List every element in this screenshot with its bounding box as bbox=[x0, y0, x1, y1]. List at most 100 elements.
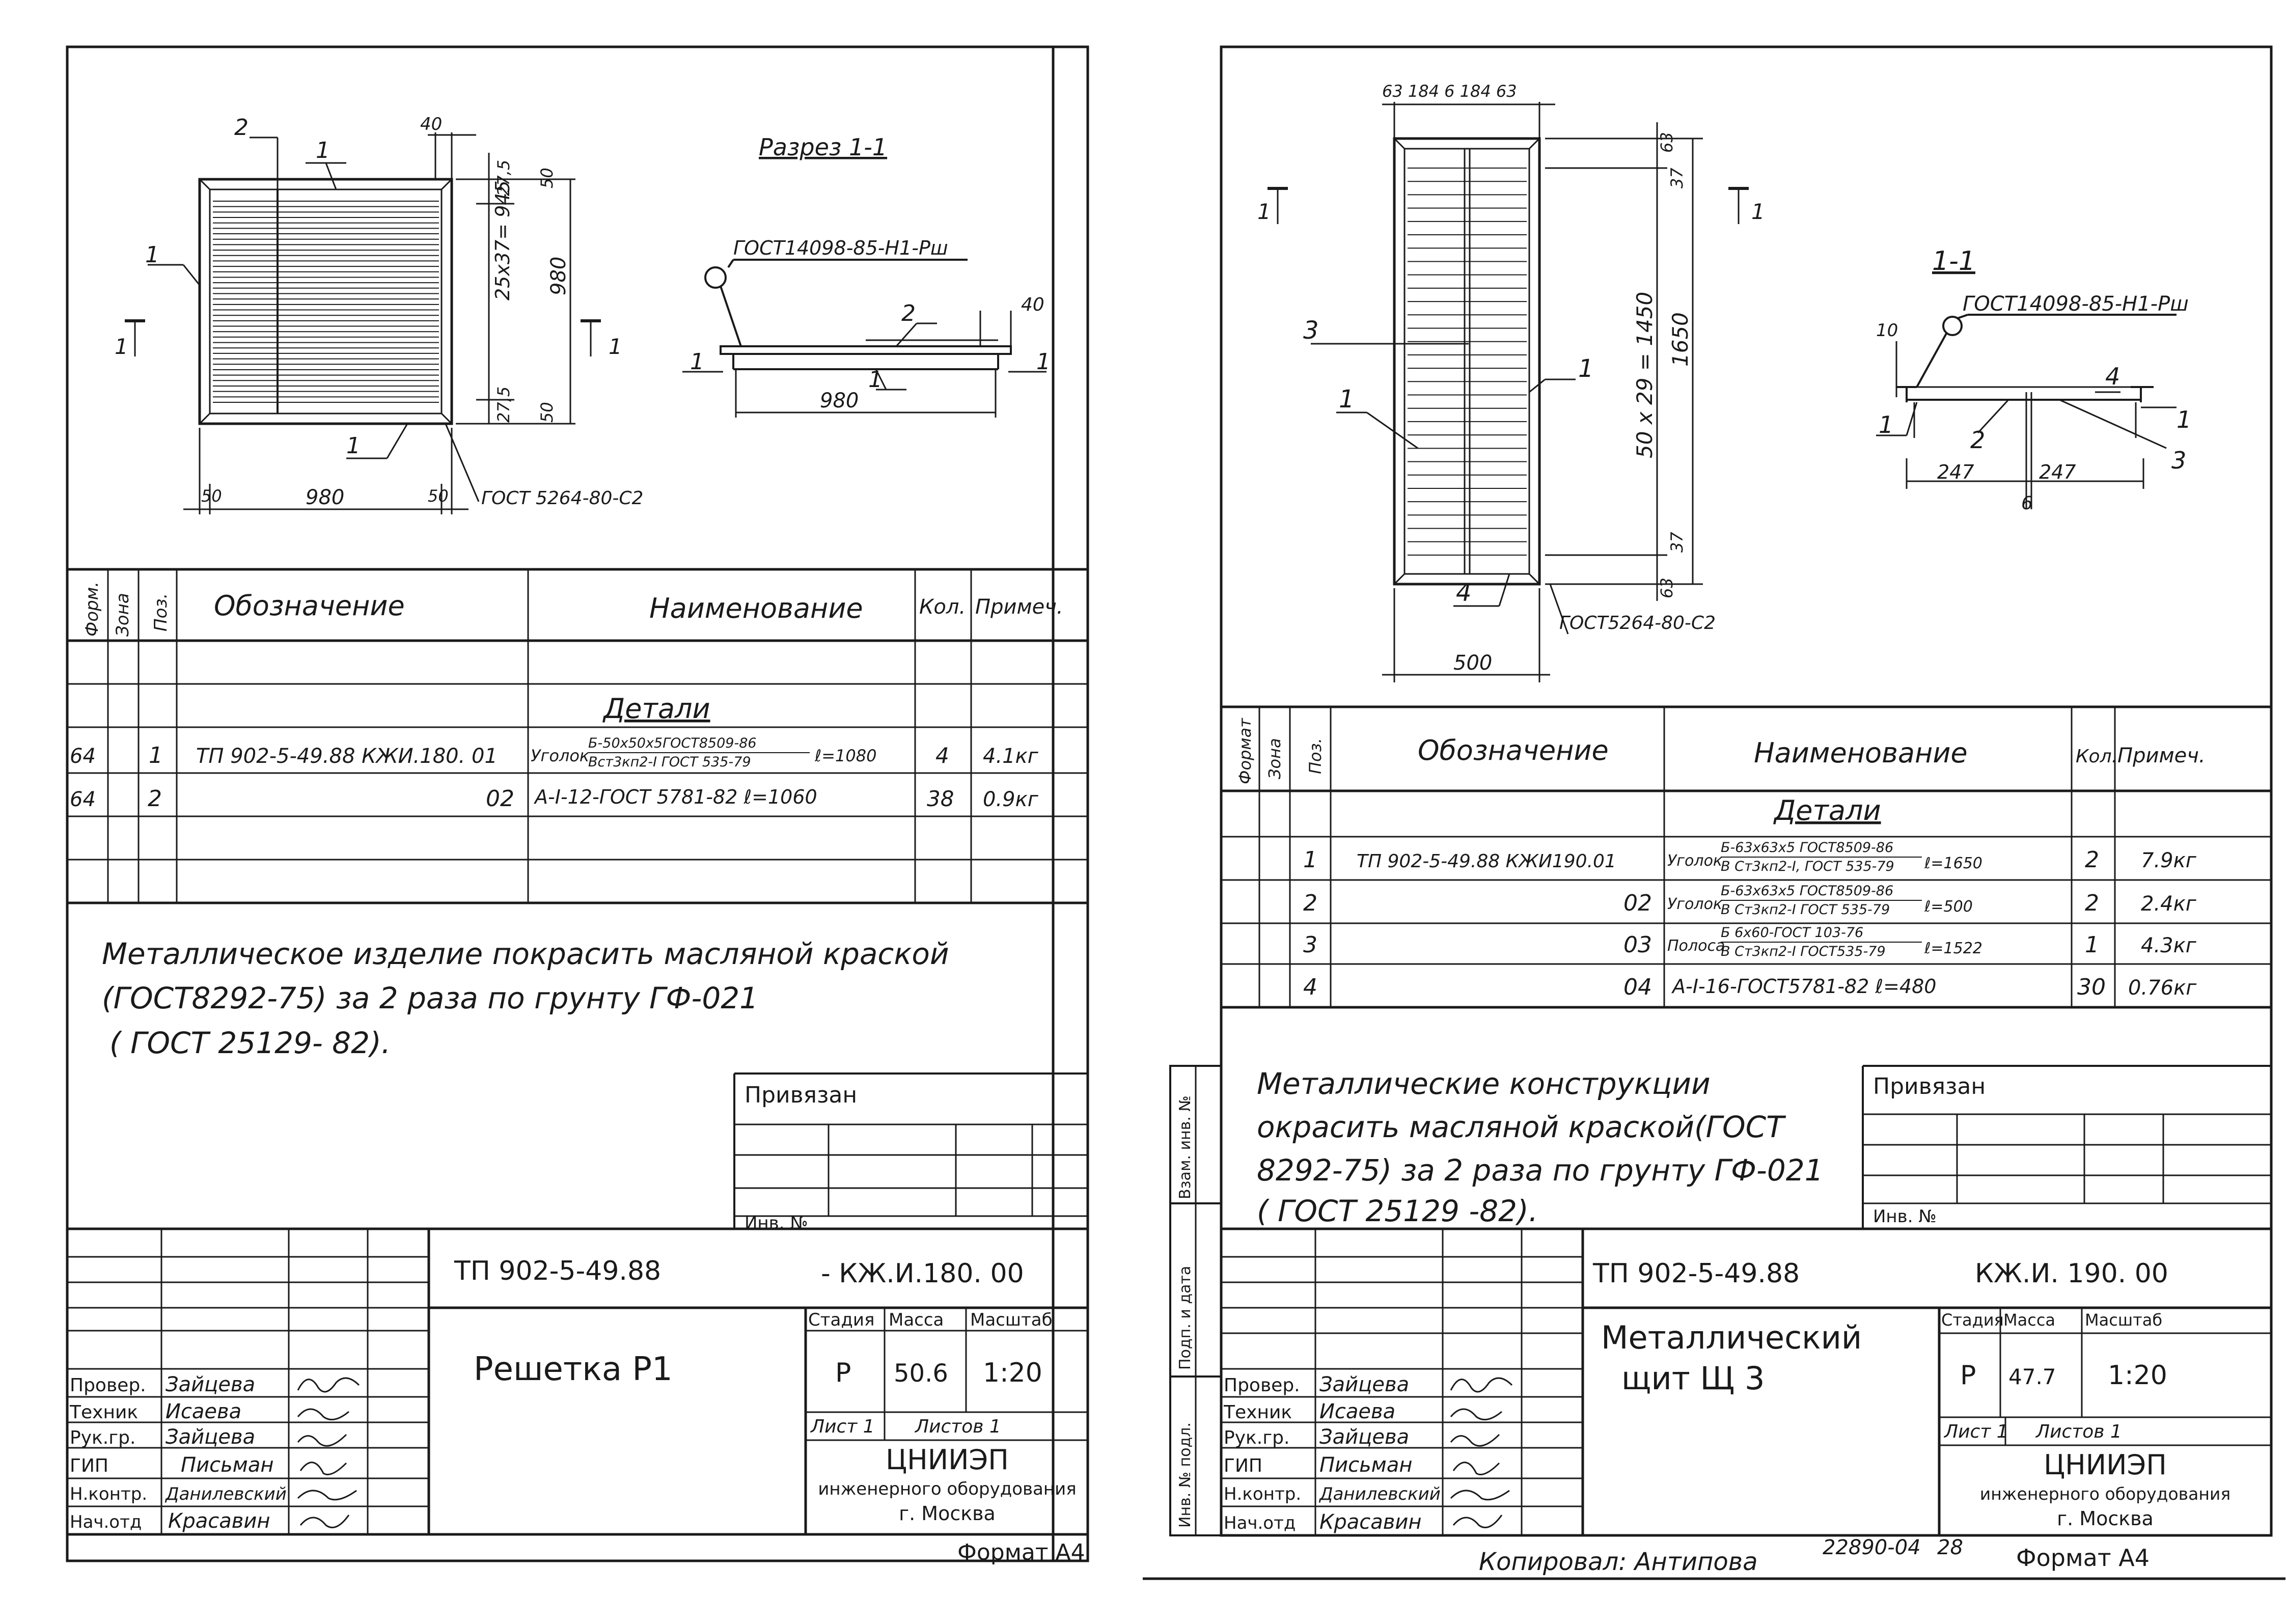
right-row3-name-bottom: В Ст3кп2-I ГОСТ535-79 bbox=[1721, 944, 1886, 959]
right-tb-scale: 1:20 bbox=[2108, 1360, 2167, 1391]
left-row1-name-bottom: Вст3кп2-I ГОСТ 535-79 bbox=[588, 754, 751, 770]
right-dim-37-a: 37 bbox=[1667, 168, 1687, 188]
right-row3-name-top: Б 6х60-ГОСТ 103-76 bbox=[1721, 925, 1863, 941]
right-sec-marker-4: 4 bbox=[2105, 363, 2120, 390]
left-th-zone: Зона bbox=[113, 593, 133, 637]
left-tb-role-2: Техник bbox=[69, 1402, 138, 1423]
left-tb-role-6: Нач.отд bbox=[70, 1512, 142, 1532]
right-tb-sheet: Лист 1 bbox=[1943, 1421, 2008, 1442]
left-marker-1c: 1 bbox=[346, 433, 361, 459]
left-sec-marker-1c: 1 bbox=[868, 367, 883, 393]
left-tb-org-city: г. Москва bbox=[899, 1502, 996, 1525]
right-th-qty: Кол. bbox=[2076, 746, 2117, 767]
right-tb-role-3: Рук.гр. bbox=[1224, 1427, 1289, 1448]
right-row3-pos: 3 bbox=[1303, 932, 1317, 958]
right-th-name: Наименование bbox=[1754, 737, 1968, 769]
right-section-mark-b: 1 bbox=[1751, 199, 1765, 224]
left-tb-mass: 50.6 bbox=[894, 1359, 948, 1388]
left-tb-sheets: Листов 1 bbox=[914, 1416, 1001, 1437]
left-sheet: 2 1 1 1 1 1 40 25x37= 945 980 27,5 50 27… bbox=[66, 45, 1089, 1565]
left-signatures bbox=[297, 1377, 360, 1528]
right-sec-marker-2: 2 bbox=[1970, 426, 1985, 454]
right-sheet-drawing: Инв. № подл. Подп. и дата Взам. инв. № bbox=[1143, 45, 2285, 1580]
left-tb-code-right: - КЖ.И.180. 00 bbox=[821, 1258, 1024, 1289]
left-tb-title: Решетка Р1 bbox=[474, 1351, 673, 1388]
right-row1-designation: ТП 902-5-49.88 КЖИ190.01 bbox=[1357, 851, 1616, 872]
left-tb-org-sub: инженерного оборудования bbox=[818, 1479, 1076, 1499]
left-th-name: Наименование bbox=[649, 592, 863, 624]
left-section-title: Разрез 1-1 bbox=[759, 133, 887, 161]
right-tb-role-2: Техник bbox=[1223, 1402, 1292, 1423]
right-row4-name-main: А-I-16-ГОСТ5781-82 ℓ=480 bbox=[1671, 975, 1936, 998]
left-tb-stage: Р bbox=[835, 1358, 851, 1388]
right-row2-note: 2.4кг bbox=[2141, 892, 2197, 916]
left-tb-role-4: ГИП bbox=[70, 1455, 108, 1476]
right-tb-name-6: Красавин bbox=[1319, 1510, 1422, 1534]
left-th-format: Форм. bbox=[82, 582, 102, 637]
right-row2-qty: 2 bbox=[2085, 890, 2099, 916]
left-sec-marker-1a: 1 bbox=[690, 349, 704, 375]
right-tb-name-3: Зайцева bbox=[1319, 1425, 1409, 1449]
left-row2-qty: 38 bbox=[927, 786, 954, 811]
right-sec-marker-3: 3 bbox=[2171, 447, 2186, 474]
right-gost-weld-2: ГОСТ5264-80-С2 bbox=[1559, 613, 1716, 634]
right-dim-500: 500 bbox=[1453, 651, 1492, 675]
right-signatures bbox=[1450, 1377, 1513, 1528]
left-tb-mass-label: Масса bbox=[889, 1310, 944, 1330]
right-row3-note: 4.3кг bbox=[2141, 934, 2197, 957]
right-tb-mass: 47.7 bbox=[2008, 1364, 2056, 1389]
left-dim-40-b: 40 bbox=[1021, 294, 1044, 315]
right-tb-name-1: Зайцева bbox=[1319, 1373, 1409, 1396]
right-row1-length: ℓ=1650 bbox=[1924, 855, 1982, 872]
right-tb-code-right: КЖ.И. 190. 00 bbox=[1975, 1258, 2168, 1289]
left-dim-50-c: 50 bbox=[201, 486, 222, 506]
right-tb-role-5: Н.контр. bbox=[1224, 1484, 1301, 1504]
right-side-strip: Инв. № подл. Подп. и дата Взам. инв. № bbox=[1169, 1065, 1222, 1536]
left-title-block: ТП 902-5-49.88 - КЖ.И.180. 00 Решетка Р1… bbox=[67, 1227, 1088, 1536]
left-row1-format: 64 bbox=[70, 745, 96, 768]
left-tb-role-1: Провер. bbox=[70, 1375, 146, 1396]
left-row2-pos: 2 bbox=[148, 786, 162, 812]
left-section-mark-b: 1 bbox=[609, 334, 622, 359]
left-row2-name-main: А-I-12-ГОСТ 5781-82 ℓ=1060 bbox=[533, 786, 817, 808]
left-row1-qty: 4 bbox=[935, 743, 949, 768]
left-sec-dim-980: 980 bbox=[820, 389, 859, 412]
right-format-label: Формат А4 bbox=[2016, 1544, 2150, 1572]
left-tb-role-5: Н.контр. bbox=[70, 1484, 147, 1504]
left-tb-name-2: Исаева bbox=[166, 1400, 241, 1423]
right-sec-marker-1a: 1 bbox=[1879, 411, 1893, 438]
left-row1-designation: ТП 902-5-49.88 КЖИ.180. 01 bbox=[196, 745, 498, 768]
right-tb-org-sub: инженерного оборудования bbox=[1980, 1484, 2230, 1504]
left-tb-stage-label: Стадия bbox=[808, 1310, 874, 1330]
left-note-line1: Металлическое изделие покрасить масляной… bbox=[102, 937, 949, 971]
right-side-inv-podl: Инв. № подл. bbox=[1176, 1422, 1194, 1528]
left-marker-1a: 1 bbox=[316, 137, 330, 163]
left-th-qty: Кол. bbox=[919, 595, 966, 619]
right-side-podp-data: Подп. и дата bbox=[1176, 1266, 1194, 1370]
right-tb-stage-label: Стадия bbox=[1941, 1310, 2004, 1330]
left-tb-org: ЦНИИЭП bbox=[886, 1444, 1009, 1476]
left-row1-name-main: Уголок bbox=[531, 746, 590, 765]
left-dim-50-d: 50 bbox=[428, 486, 449, 506]
left-tb-name-4: Письман bbox=[181, 1453, 273, 1477]
right-section-view: 1-1 ГОСТ14098-85-Н bbox=[1876, 246, 2191, 514]
right-section-mark-a: 1 bbox=[1257, 199, 1271, 224]
right-order-no: 22890-04 bbox=[1823, 1536, 1921, 1559]
right-dim-63-b: 63 bbox=[1657, 577, 1676, 598]
left-tb-name-3: Зайцева bbox=[166, 1425, 255, 1449]
right-tb-title-2: щит Щ 3 bbox=[1621, 1360, 1765, 1397]
right-th-note: Примеч. bbox=[2117, 744, 2206, 767]
right-note-line4: ( ГОСТ 25129 -82). bbox=[1257, 1194, 1538, 1228]
right-dim-247-a: 247 bbox=[1937, 461, 1974, 483]
right-tb-scale-label: Масштаб bbox=[2085, 1310, 2162, 1330]
right-row1-name-top: Б-63х63х5 ГОСТ8509-86 bbox=[1721, 840, 1893, 856]
right-spec-table: Формат Зона Поз. Обозначение Наименовани… bbox=[1221, 705, 2271, 1009]
right-note-line3: 8292-75) за 2 раза по грунту ГФ-021 bbox=[1257, 1153, 1824, 1188]
left-note: Металлическое изделие покрасить масляной… bbox=[102, 937, 949, 1060]
left-th-note: Примеч. bbox=[975, 595, 1063, 619]
left-row2-designation: 02 bbox=[486, 786, 514, 812]
right-row1-qty: 2 bbox=[2085, 847, 2099, 873]
right-gost-weld: ГОСТ14098-85-Н1-Рш bbox=[1963, 292, 2189, 316]
right-tb-stage: Р bbox=[1960, 1360, 1976, 1391]
left-gost-weld: ГОСТ14098-85-Н1-Рш bbox=[733, 237, 948, 259]
